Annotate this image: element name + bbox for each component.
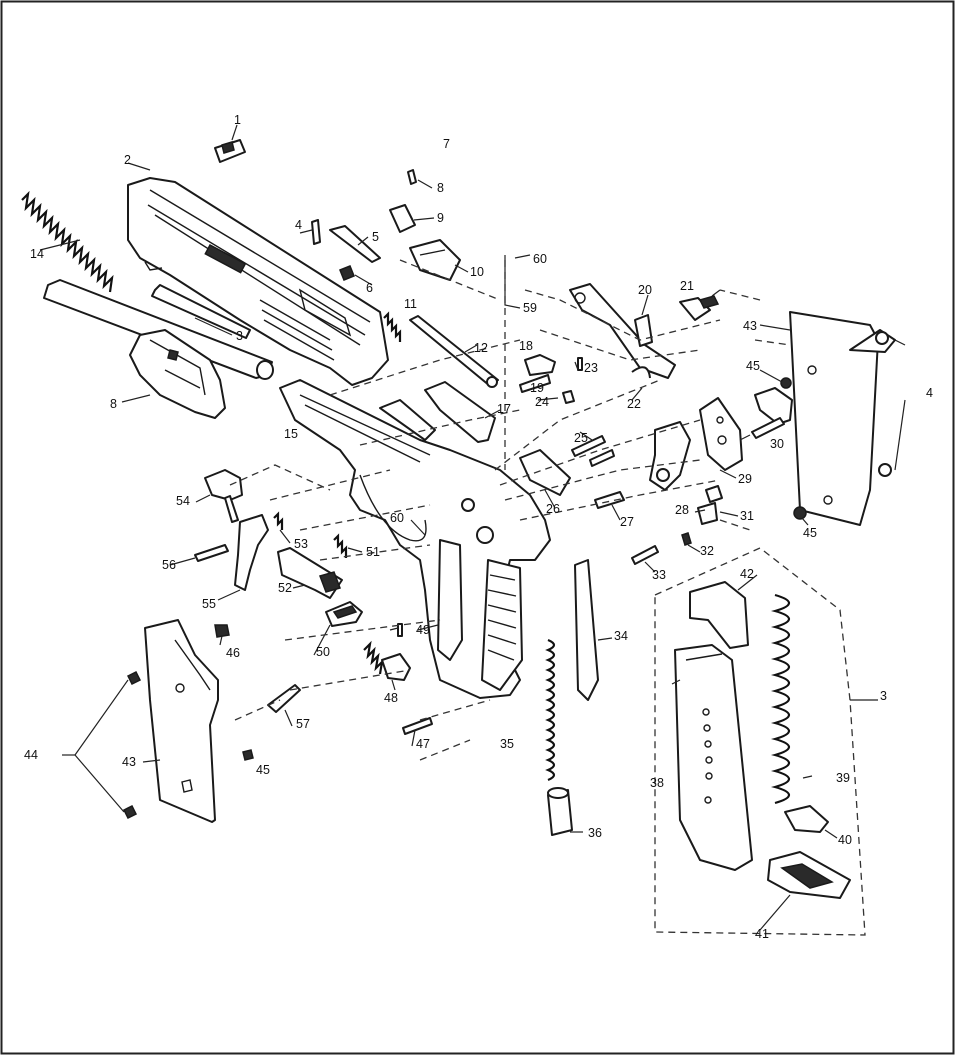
label-5: 5 xyxy=(372,230,379,244)
label-43-left: 43 xyxy=(122,755,136,769)
label-10: 10 xyxy=(470,265,484,279)
label-39: 39 xyxy=(836,771,850,785)
label-33: 33 xyxy=(652,568,666,582)
mag-catch-parts xyxy=(214,601,433,735)
label-7: 7 xyxy=(443,137,450,151)
barrel xyxy=(151,284,251,339)
small-pins xyxy=(631,485,723,565)
recoil-guide-tube xyxy=(43,279,274,380)
label-31: 31 xyxy=(740,509,754,523)
magazine-group xyxy=(654,547,866,936)
slide xyxy=(127,177,389,386)
label-59: 59 xyxy=(523,301,537,315)
trigger-group xyxy=(194,469,348,599)
label-57: 57 xyxy=(296,717,310,731)
label-60-top: 60 xyxy=(533,252,547,266)
label-50: 50 xyxy=(316,645,330,659)
label-12: 12 xyxy=(474,341,488,355)
label-15: 15 xyxy=(284,427,298,441)
firing-pin-parts xyxy=(311,169,461,281)
locking-block xyxy=(129,329,226,419)
label-25: 25 xyxy=(574,431,588,445)
label-44: 44 xyxy=(24,748,38,762)
label-52: 52 xyxy=(278,581,292,595)
label-40: 40 xyxy=(838,833,852,847)
label-34: 34 xyxy=(614,629,628,643)
label-56: 56 xyxy=(162,558,176,572)
label-47: 47 xyxy=(416,737,430,751)
label-36: 36 xyxy=(588,826,602,840)
label-22: 22 xyxy=(627,397,641,411)
part-labels: 1 2 14 3 8 4 5 6 7 8 9 10 11 12 15 17 18… xyxy=(24,113,933,941)
label-9: 9 xyxy=(437,211,444,225)
label-24: 24 xyxy=(535,395,549,409)
label-30: 30 xyxy=(770,437,784,451)
label-17: 17 xyxy=(497,402,511,416)
label-35: 35 xyxy=(500,737,514,751)
slide-stop-parts xyxy=(379,354,575,443)
label-1: 1 xyxy=(234,113,241,127)
label-19: 19 xyxy=(530,381,544,395)
label-8: 8 xyxy=(437,181,444,195)
label-53: 53 xyxy=(294,537,308,551)
hammer-strut-parts xyxy=(569,283,720,467)
label-45-right-bottom: 45 xyxy=(803,526,817,540)
label-46: 46 xyxy=(226,646,240,660)
rear-sight xyxy=(214,139,246,163)
mainspring-group xyxy=(545,559,599,836)
label-49: 49 xyxy=(416,623,430,637)
label-55: 55 xyxy=(202,597,216,611)
label-60-mid: 60 xyxy=(390,511,404,525)
label-4-right: 4 xyxy=(926,386,933,400)
label-2: 2 xyxy=(124,153,131,167)
label-27: 27 xyxy=(620,515,634,529)
frame xyxy=(279,379,551,699)
label-32: 32 xyxy=(700,544,714,558)
label-38: 38 xyxy=(650,776,664,790)
leader-lines xyxy=(39,124,906,931)
label-8-left: 8 xyxy=(110,397,117,411)
label-45-right-top: 45 xyxy=(746,359,760,373)
label-20: 20 xyxy=(638,283,652,297)
left-grip-panel xyxy=(144,619,219,823)
label-48: 48 xyxy=(384,691,398,705)
label-14: 14 xyxy=(30,247,44,261)
safety-lever xyxy=(751,377,793,439)
right-grip-panel xyxy=(789,311,879,526)
label-3-right: 3 xyxy=(880,689,887,703)
label-11: 11 xyxy=(404,297,417,311)
assembly-dash-lines xyxy=(229,259,791,761)
label-29: 29 xyxy=(738,472,752,486)
label-43-right: 43 xyxy=(743,319,757,333)
label-21: 21 xyxy=(680,279,694,293)
label-18: 18 xyxy=(519,339,533,353)
label-54: 54 xyxy=(176,494,190,508)
recoil-spring xyxy=(21,190,114,293)
firing-pin xyxy=(383,311,499,388)
label-28: 28 xyxy=(675,503,689,517)
label-45-left: 45 xyxy=(256,763,270,777)
label-4: 4 xyxy=(295,218,302,232)
label-3: 3 xyxy=(236,329,243,343)
grip-screws-left xyxy=(122,670,254,820)
label-51: 51 xyxy=(366,545,380,559)
label-41: 41 xyxy=(755,927,769,941)
label-26: 26 xyxy=(546,502,560,516)
label-42: 42 xyxy=(740,567,754,581)
sear-parts xyxy=(519,397,743,509)
label-6: 6 xyxy=(366,281,373,295)
label-23: 23 xyxy=(584,361,598,375)
